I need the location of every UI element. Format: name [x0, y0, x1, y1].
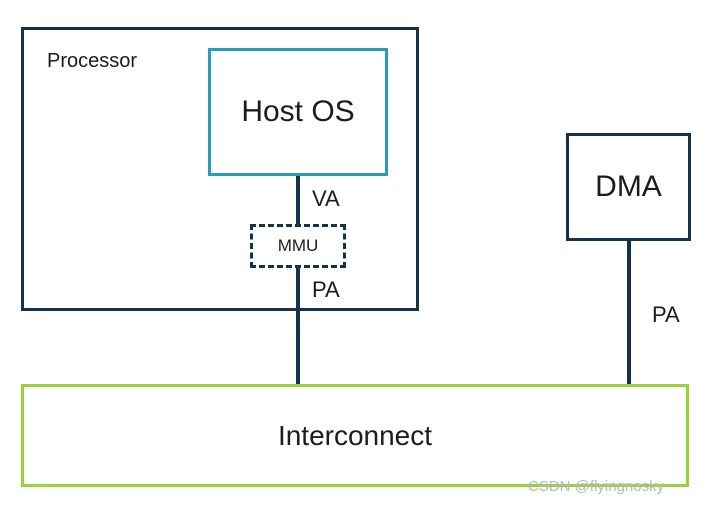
dma-pa-label: PA: [652, 302, 680, 327]
host-os-to-mmu-line: [296, 176, 300, 224]
mmu-box: MMU: [250, 224, 346, 268]
dma-box: DMA: [566, 133, 691, 241]
processor-label: Processor: [47, 50, 138, 72]
host-os-box: Host OS: [208, 48, 388, 176]
va-label: VA: [312, 186, 340, 211]
interconnect-box: Interconnect: [21, 384, 689, 487]
dma-label: DMA: [595, 170, 662, 203]
processor-box: Processor: [21, 27, 419, 311]
dma-to-interconnect-line: [627, 241, 631, 384]
mmu-pa-label: PA: [312, 277, 340, 302]
interconnect-label: Interconnect: [277, 419, 433, 451]
watermark: CSDN @flyingnosky: [528, 478, 665, 495]
mmu-to-interconnect-line: [296, 268, 300, 384]
mmu-label: MMU: [277, 236, 319, 255]
host-os-label: Host OS: [241, 95, 355, 128]
